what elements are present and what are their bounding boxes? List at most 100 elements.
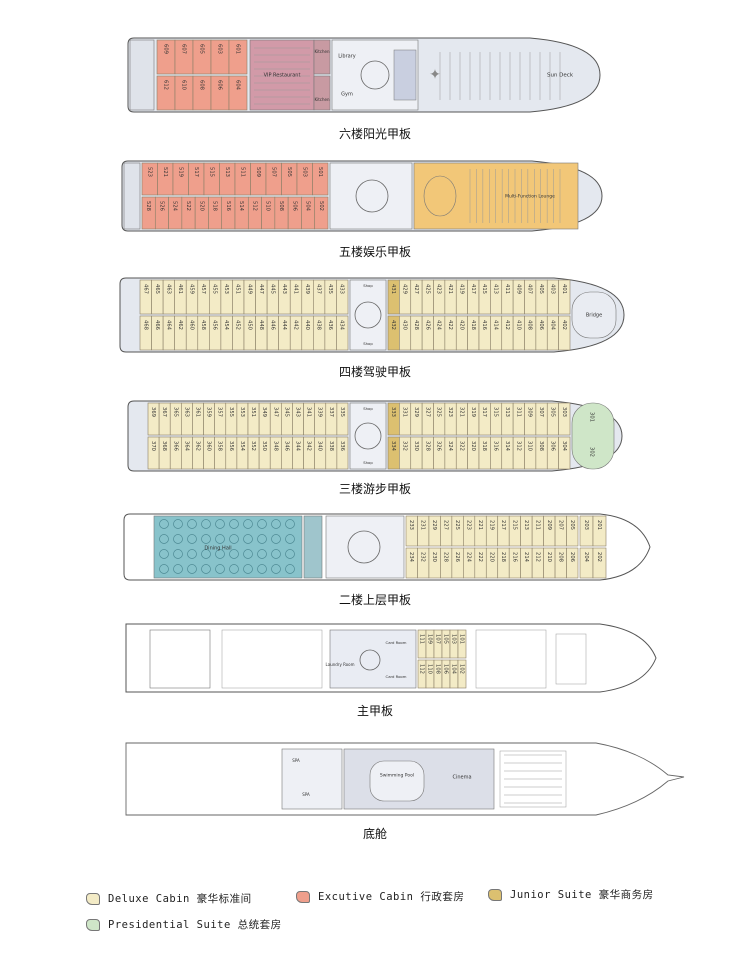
cabin-number-459: 459 xyxy=(189,284,195,294)
cabin-number-229: 229 xyxy=(431,520,437,530)
cabin-304 xyxy=(558,436,571,470)
dining-table xyxy=(285,549,295,559)
cabin-number-449: 449 xyxy=(246,284,252,294)
cabin-number-103: 103 xyxy=(451,634,457,644)
service-zone xyxy=(329,629,417,689)
dining-table xyxy=(229,549,239,559)
cabin-number-221: 221 xyxy=(477,520,483,530)
cabin-number-364: 364 xyxy=(183,441,189,452)
cabin-number-401: 401 xyxy=(561,284,567,294)
cabin-number-519: 519 xyxy=(177,167,183,177)
cabin-502 xyxy=(314,196,329,230)
cabin-number-506: 506 xyxy=(291,201,297,211)
cabin-number-409: 409 xyxy=(515,284,521,294)
cabin-number-402: 402 xyxy=(561,320,567,330)
cabin-number-314: 314 xyxy=(504,441,510,452)
cabin-number-437: 437 xyxy=(316,284,322,294)
deck-label-upper: 二楼上层甲板 xyxy=(338,593,411,607)
cabin-number-367: 367 xyxy=(161,407,167,417)
cabin-number-109: 109 xyxy=(427,634,433,644)
compass-icon: ✦ xyxy=(429,67,441,83)
cabin-number-428: 428 xyxy=(413,320,419,330)
dining-table xyxy=(173,564,183,574)
cabin-number-110: 110 xyxy=(427,664,433,674)
cabin-number-516: 516 xyxy=(225,201,231,211)
legend-label-deluxe: Deluxe Cabin 豪华标准间 xyxy=(108,893,252,905)
atrium-zone xyxy=(329,162,413,230)
cabin-number-515: 515 xyxy=(208,167,214,177)
dining-table xyxy=(285,564,295,574)
area-shop-top: Shop xyxy=(363,283,373,288)
cabin-number-108: 108 xyxy=(435,664,441,674)
cabin-number-433: 433 xyxy=(339,284,345,294)
stair-circle-deck3 xyxy=(354,422,382,450)
cabin-number-210: 210 xyxy=(546,552,552,562)
cabin-number-226: 226 xyxy=(454,552,460,562)
dining-table xyxy=(201,519,211,529)
cabin-336 xyxy=(336,436,349,470)
dining-table xyxy=(285,519,295,529)
cabin-number-446: 446 xyxy=(269,320,275,330)
cabin-number-350: 350 xyxy=(261,441,267,451)
cabin-number-353: 353 xyxy=(239,407,245,417)
cabin-number-304: 304 xyxy=(561,441,567,452)
area-card-room-top: Card Room xyxy=(386,640,407,645)
cabin-number-309: 309 xyxy=(527,407,533,417)
cabin-number-211: 211 xyxy=(534,520,540,530)
cabin-number-435: 435 xyxy=(327,284,333,294)
dining-hall xyxy=(153,515,303,579)
cabin-number-411: 411 xyxy=(504,284,510,294)
cabin-number-410: 410 xyxy=(515,320,521,330)
cabin-number-225: 225 xyxy=(454,520,460,530)
cabin-number-605: 605 xyxy=(199,44,205,54)
cabin-number-403: 403 xyxy=(549,284,555,294)
stair-circle-deck4 xyxy=(354,301,382,329)
dining-table xyxy=(243,534,253,544)
cabin-number-520: 520 xyxy=(198,201,204,211)
cabin-number-345: 345 xyxy=(283,407,289,417)
dining-table xyxy=(173,519,183,529)
multifunction-lounge xyxy=(413,162,579,230)
area-gym: Gym xyxy=(341,92,353,98)
deck-label-sun: 六楼阳光甲板 xyxy=(338,127,411,141)
cabin-number-319: 319 xyxy=(470,407,476,417)
service-rooms xyxy=(393,49,417,101)
cabin-number-352: 352 xyxy=(250,441,256,451)
cabin-number-362: 362 xyxy=(195,441,201,451)
cabin-number-215: 215 xyxy=(511,520,517,530)
cabin-number-343: 343 xyxy=(295,407,301,417)
cabin-604 xyxy=(228,75,248,111)
cabin-number-335: 335 xyxy=(339,407,345,417)
cabin-number-318: 318 xyxy=(481,441,487,451)
cabin-number-231: 231 xyxy=(420,520,426,530)
cabin-number-307: 307 xyxy=(538,407,544,417)
cabin-number-356: 356 xyxy=(228,441,234,451)
area-spa-bottom: SPA xyxy=(302,792,310,797)
cabin-number-312: 312 xyxy=(515,441,521,451)
dining-table xyxy=(271,549,281,559)
area-shop-top: Shop xyxy=(363,406,373,411)
cabin-number-316: 316 xyxy=(493,441,499,451)
area-shop-bottom: Shop xyxy=(363,460,373,465)
cabin-number-303: 303 xyxy=(561,407,567,417)
cabin-number-453: 453 xyxy=(223,284,229,294)
cabin-number-302: 302 xyxy=(589,447,595,457)
cabin-number-465: 465 xyxy=(154,284,160,294)
cabin-number-102: 102 xyxy=(459,664,465,674)
legend-swatch-junior xyxy=(488,888,502,901)
legend-swatch-deluxe xyxy=(86,892,100,905)
cabin-number-521: 521 xyxy=(162,167,168,177)
cabin-number-201: 201 xyxy=(596,520,602,530)
cabin-number-467: 467 xyxy=(142,284,148,294)
cabin-number-216: 216 xyxy=(511,552,517,562)
deck-label-entertainment: 五楼娱乐甲板 xyxy=(338,245,411,259)
cabin-number-442: 442 xyxy=(293,320,299,330)
dining-table xyxy=(201,549,211,559)
cabin-number-338: 338 xyxy=(328,441,334,451)
cabin-number-455: 455 xyxy=(212,284,218,294)
cabin-number-509: 509 xyxy=(255,167,261,177)
